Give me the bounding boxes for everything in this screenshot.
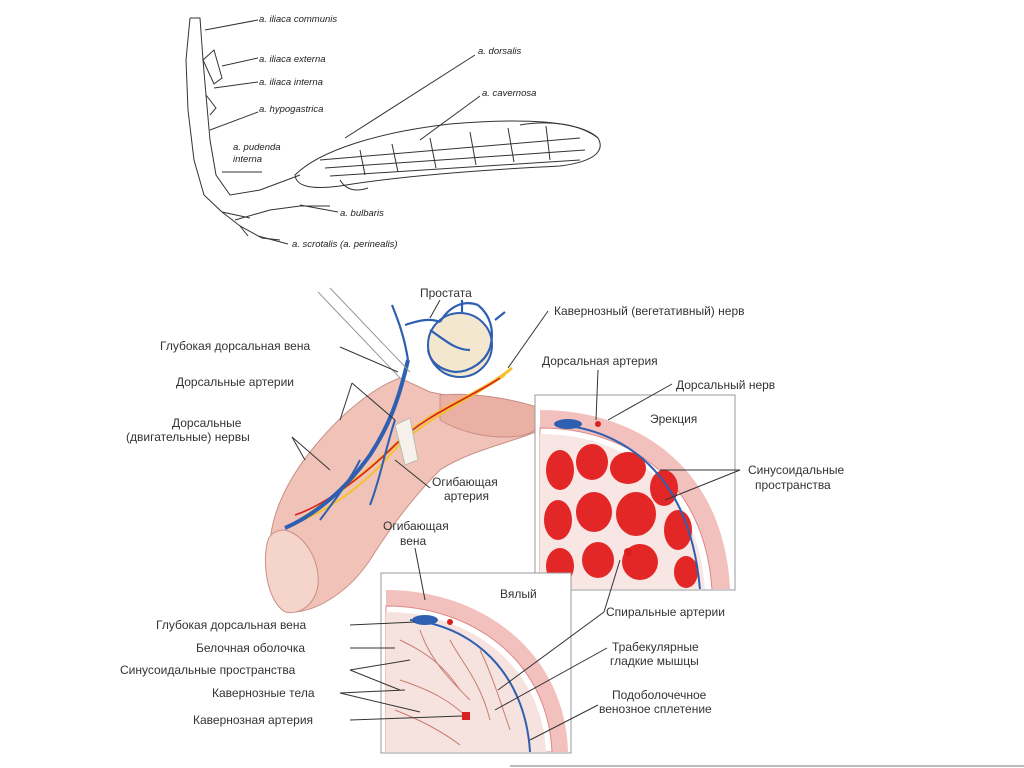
erection-sinusoids bbox=[544, 444, 698, 588]
label-subtunical-1: Подоболочечное bbox=[612, 688, 707, 702]
label-dorsal-motor-nerves-1: Дорсальные bbox=[172, 416, 242, 430]
label-dorsal-arteries: Дорсальные артерии bbox=[176, 375, 294, 389]
prostate-shape bbox=[427, 312, 493, 378]
label-circumflex-artery-1: Огибающая bbox=[432, 475, 498, 489]
label-dorsal-motor-nerves-2: (двигательные) нервы bbox=[126, 430, 250, 444]
flaccid-dorsal-artery bbox=[447, 619, 453, 625]
label-subtunical-2: венозное сплетение bbox=[599, 702, 712, 716]
label-flaccid: Вялый bbox=[500, 587, 537, 601]
label-trabecular-2: гладкие мышцы bbox=[610, 654, 699, 668]
erection-cavernous-artery bbox=[624, 548, 632, 556]
flaccid-trabeculae bbox=[394, 629, 511, 746]
erection-subtunical-vein bbox=[559, 424, 701, 589]
label-iliaca-communis: a. iliaca communis bbox=[259, 14, 337, 25]
pelvic-line-2 bbox=[329, 287, 411, 373]
label-deep-dorsal-vein: Глубокая дорсальная вена bbox=[160, 339, 310, 353]
label-cavernous-artery: Кавернозная артерия bbox=[193, 713, 313, 727]
label-bulbaris: a. bulbaris bbox=[340, 208, 384, 219]
label-iliaca-externa: a. iliaca externa bbox=[259, 54, 326, 65]
label-sinusoidal-spaces: Синусоидальные пространства bbox=[120, 663, 296, 677]
dorsal-nerve-path bbox=[289, 374, 506, 526]
label-tunica: Белочная оболочка bbox=[196, 641, 305, 655]
label-sinusoidal-2: пространства bbox=[755, 478, 831, 492]
label-cavernous-bodies: Кавернозные тела bbox=[212, 686, 315, 700]
label-circumflex-vein-1: Огибающая bbox=[383, 519, 449, 533]
prostatic-venous-plexus bbox=[390, 300, 506, 374]
pointer-lines bbox=[291, 299, 1024, 767]
dorsal-artery-path bbox=[294, 377, 501, 516]
erection-dorsal-vein bbox=[554, 419, 582, 429]
label-spiral-arteries: Спиральные артерии bbox=[606, 605, 725, 619]
top-line-diagram bbox=[185, 17, 601, 245]
erection-dorsal-artery bbox=[595, 421, 601, 427]
label-scrotalis: a. scrotalis (a. perinealis) bbox=[292, 239, 398, 250]
circumflex-vein-branch bbox=[319, 459, 361, 521]
top-diagram-labels: a. iliaca communis a. iliaca externa a. … bbox=[233, 14, 536, 250]
label-sinusoidal-1: Синусоидальные bbox=[748, 463, 845, 477]
label-circumflex-vein-2: вена bbox=[400, 534, 427, 548]
penis-shaft bbox=[269, 377, 541, 613]
cut-band bbox=[394, 417, 419, 466]
label-deep-dorsal-vein-2: Глубокая дорсальная вена bbox=[156, 618, 306, 632]
glans bbox=[264, 529, 319, 614]
label-circumflex-artery-2: артерия bbox=[444, 489, 489, 503]
label-cavernous-nerve: Кавернозный (вегетативный) нерв bbox=[554, 304, 745, 318]
circumflex-vein-path bbox=[369, 419, 396, 506]
erection-section bbox=[534, 394, 736, 591]
label-trabecular-1: Трабекулярные bbox=[612, 640, 699, 654]
label-dorsalis: a. dorsalis bbox=[478, 46, 522, 57]
label-prostate: Простата bbox=[420, 286, 472, 300]
label-iliaca-interna: a. iliaca interna bbox=[259, 77, 323, 88]
label-pudenda-2: interna bbox=[233, 154, 262, 165]
flaccid-dorsal-vein bbox=[412, 615, 438, 625]
flaccid-section bbox=[380, 572, 572, 754]
penis-illustration bbox=[264, 287, 544, 614]
label-dorsal-nerve: Дорсальный нерв bbox=[676, 378, 775, 392]
label-cavernosa: a. cavernosa bbox=[482, 88, 536, 99]
pelvic-line-1 bbox=[317, 291, 401, 379]
label-dorsal-artery: Дорсальная артерия bbox=[542, 354, 658, 368]
bottom-diagram-labels: Простата Кавернозный (вегетативный) нерв… bbox=[120, 286, 845, 727]
flaccid-cavernous-artery bbox=[462, 712, 470, 720]
label-hypogastrica: a. hypogastrica bbox=[259, 104, 323, 115]
label-pudenda-1: a. pudenda bbox=[233, 142, 281, 153]
deep-dorsal-vein-path bbox=[284, 359, 410, 530]
label-erection: Эрекция bbox=[650, 412, 697, 426]
